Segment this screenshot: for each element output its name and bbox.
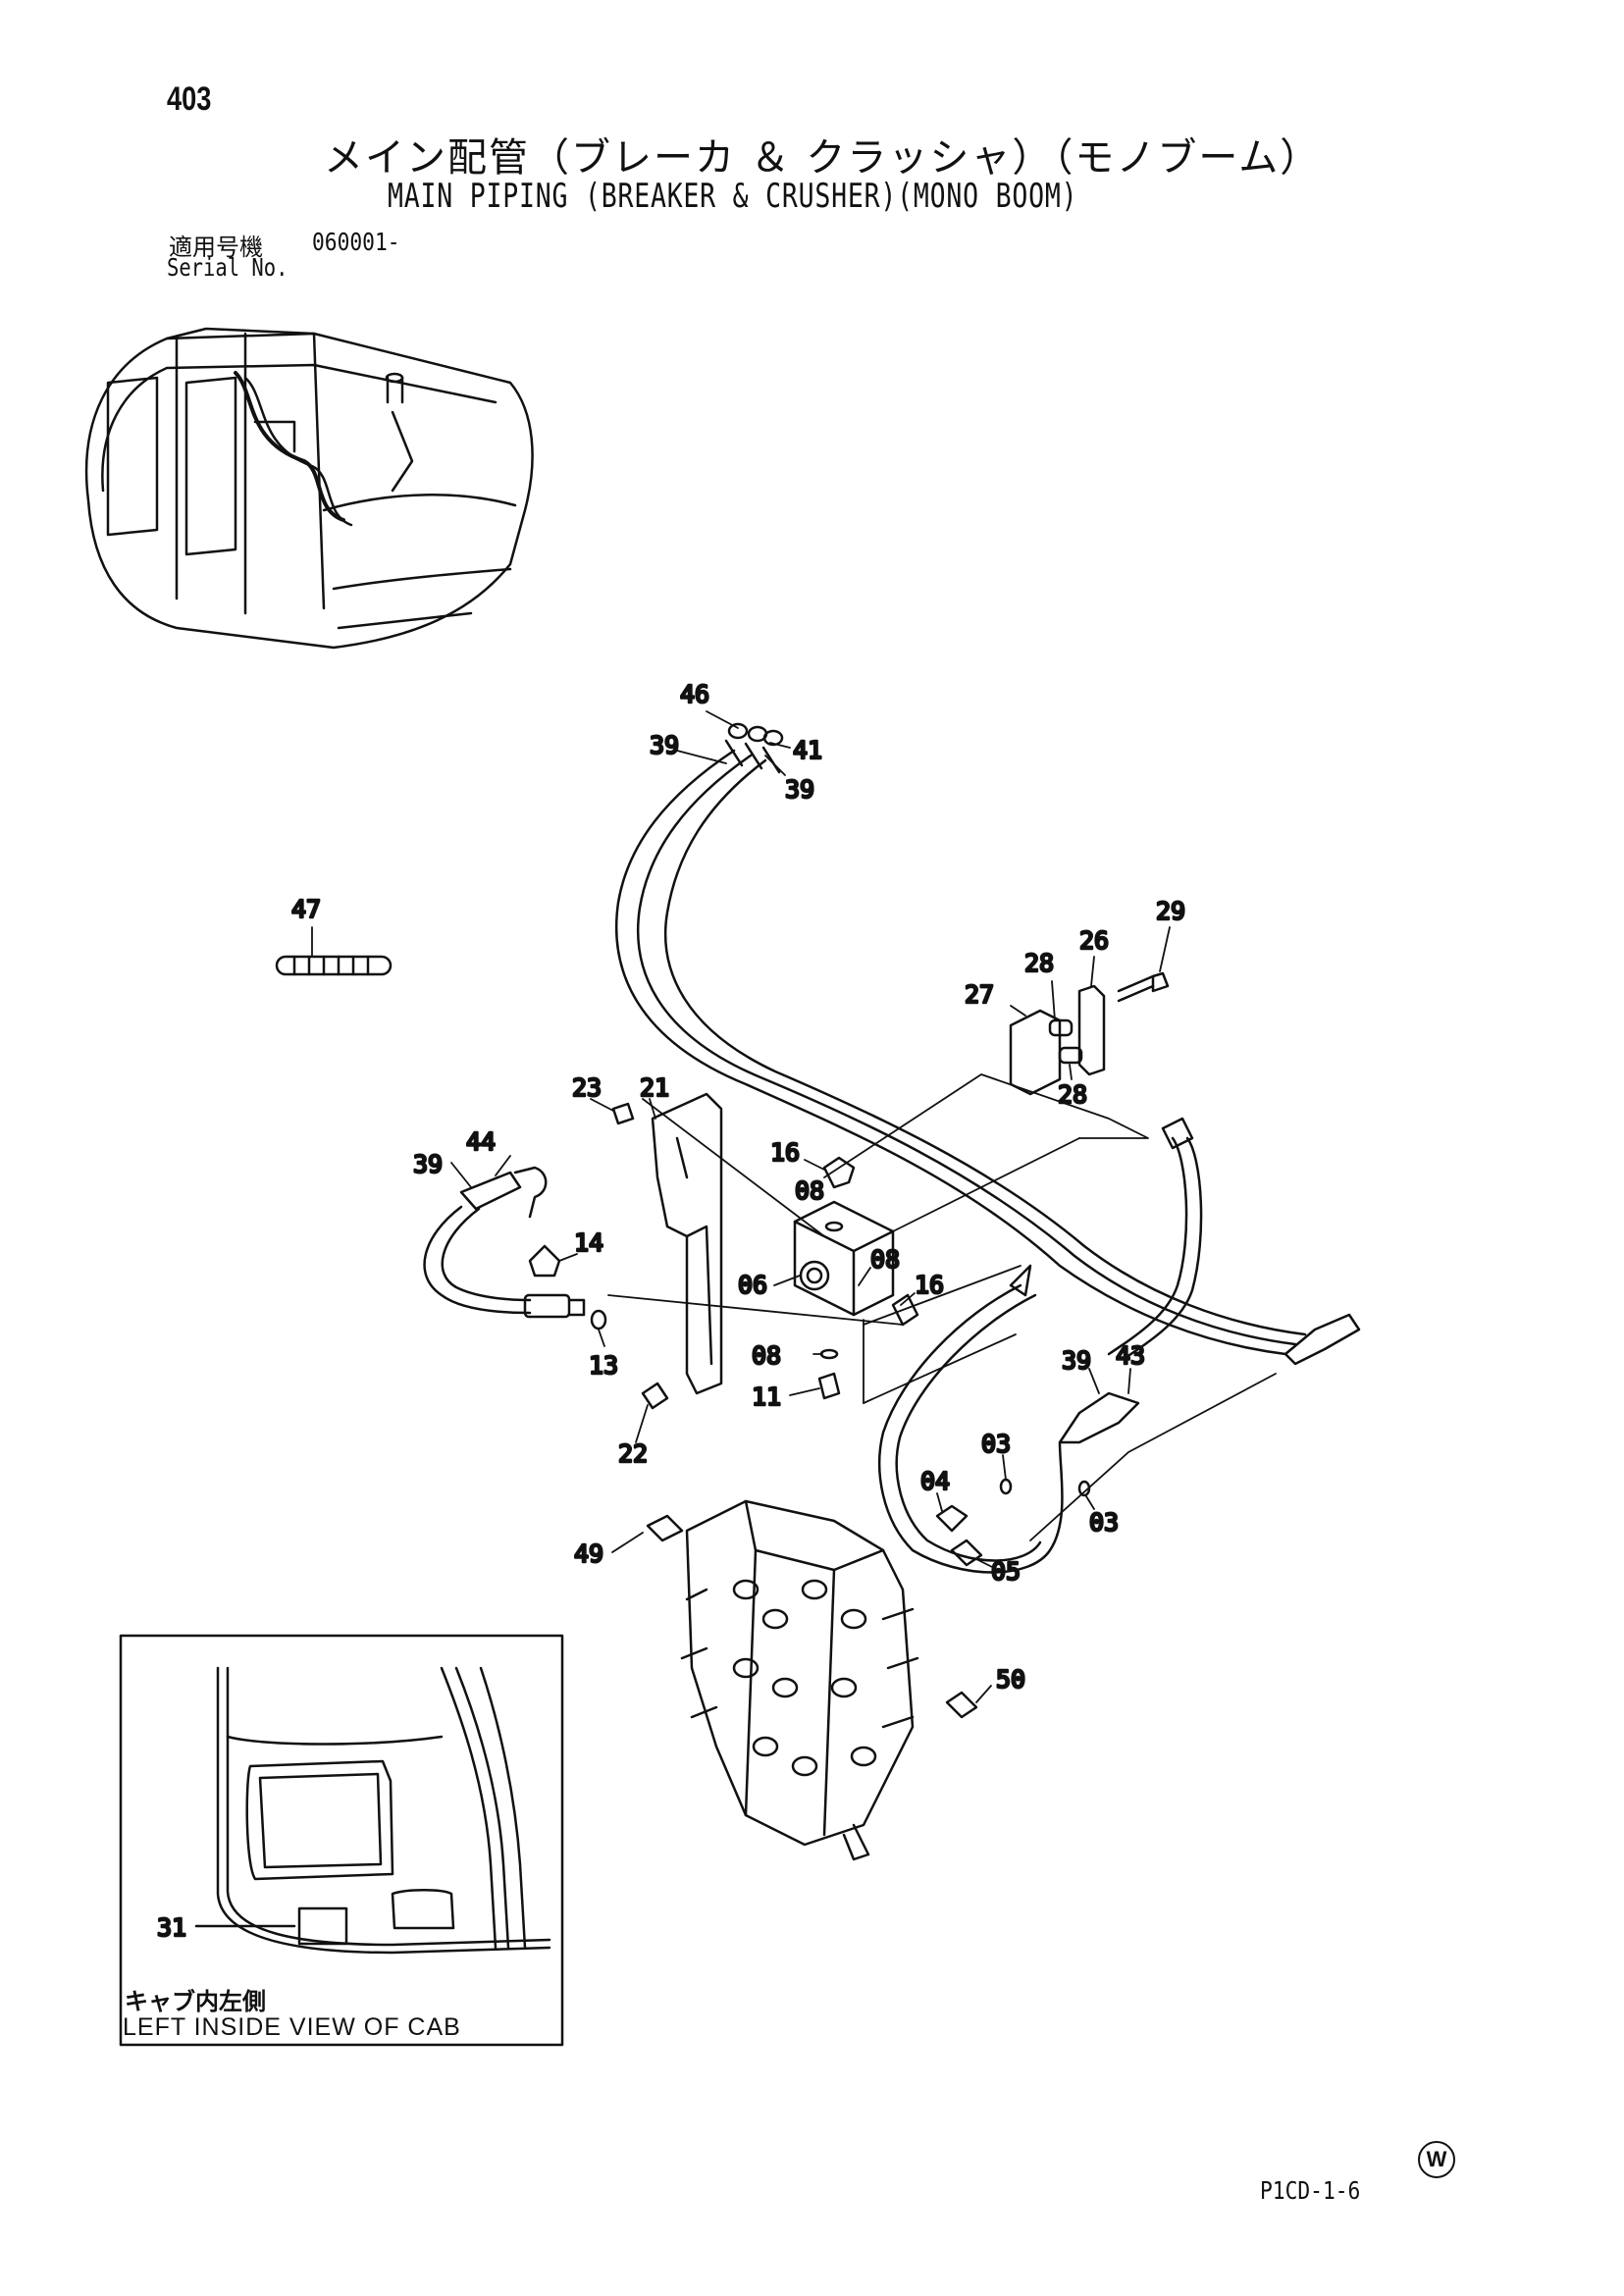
fittings <box>528 1102 919 1410</box>
callout-28-top: 28 <box>1024 949 1054 977</box>
callout-03-lower: 03 <box>1089 1508 1119 1537</box>
callout-22: 22 <box>618 1439 648 1468</box>
callout-39-top-left: 39 <box>650 731 679 759</box>
hose-39-left <box>423 1166 586 1319</box>
clamp-assembly <box>1009 971 1170 1096</box>
callout-21: 21 <box>640 1073 669 1102</box>
callout-28-bottom: 28 <box>1058 1080 1087 1109</box>
callout-05: 05 <box>991 1557 1021 1586</box>
callout-31: 31 <box>157 1913 186 1942</box>
page-number: 403 <box>167 80 212 118</box>
valve-block-06 <box>793 1200 895 1317</box>
callout-04: 04 <box>920 1467 950 1495</box>
drawing-code: P1CD-1-6 <box>1260 2176 1361 2205</box>
serial-number-value: 060001- <box>312 228 400 256</box>
callout-11: 11 <box>752 1383 781 1411</box>
serial-label-english: Serial No. <box>167 253 288 282</box>
serial-label-japanese: 適用号機 <box>169 234 263 261</box>
callout-44: 44 <box>466 1127 496 1156</box>
callout-08-lower: 08 <box>752 1341 781 1370</box>
callout-16-lower: 16 <box>915 1271 944 1299</box>
callout-26: 26 <box>1079 926 1109 955</box>
callout-41: 41 <box>793 736 822 764</box>
title-japanese: メイン配管（ブレーカ ＆ クラッシャ）（モノブーム） <box>324 135 1322 181</box>
excavator-overview-illustration <box>84 327 534 650</box>
cab-inset-illustration <box>119 1634 564 2047</box>
callout-47: 47 <box>291 895 321 923</box>
fittings-03-04-05 <box>935 1478 1091 1567</box>
callout-39-right: 39 <box>1062 1346 1091 1375</box>
w-circle-mark: W <box>1418 2141 1455 2178</box>
callout-29: 29 <box>1156 897 1185 925</box>
inset-caption-japanese: キャブ内左側 <box>125 1988 266 2015</box>
callout-16-upper: 16 <box>770 1138 800 1167</box>
callout-14: 14 <box>574 1228 603 1257</box>
callout-leaders <box>311 710 1171 1703</box>
main-hoses <box>614 722 1361 1366</box>
inset-caption-english: LEFT INSIDE VIEW OF CAB <box>123 2013 461 2041</box>
title-english: MAIN PIPING (BREAKER & CRUSHER)(MONO BOO… <box>388 177 1078 216</box>
callout-23: 23 <box>572 1073 602 1102</box>
callout-39-left: 39 <box>413 1150 443 1178</box>
callout-08-upper: 08 <box>795 1176 824 1205</box>
callout-49: 49 <box>574 1539 603 1568</box>
callout-39-top-right: 39 <box>785 775 814 804</box>
spiral-guard-47 <box>275 955 393 976</box>
hose-39-right <box>878 1117 1203 1574</box>
callout-50: 50 <box>996 1665 1025 1694</box>
control-valve-assembly <box>646 1499 978 1861</box>
bracket-21 <box>651 1092 723 1395</box>
callout-06: 06 <box>738 1271 767 1299</box>
callout-03-upper: 03 <box>981 1430 1011 1458</box>
callout-13: 13 <box>589 1351 618 1380</box>
callout-43: 43 <box>1116 1341 1145 1370</box>
leader-lines <box>607 1073 1277 1541</box>
callout-46: 46 <box>680 680 709 708</box>
callout-08-middle: 08 <box>870 1245 900 1274</box>
callout-27: 27 <box>965 980 994 1009</box>
